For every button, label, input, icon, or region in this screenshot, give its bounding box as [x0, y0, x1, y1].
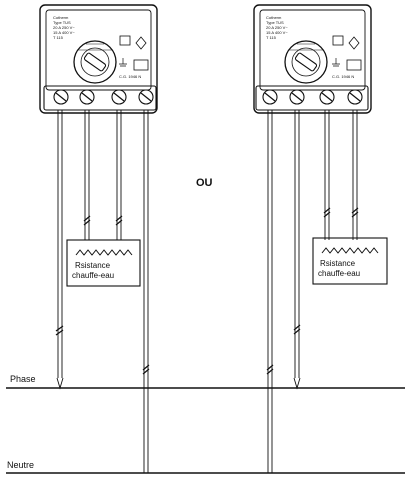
right-terminal-screws: [262, 89, 363, 105]
left-terminal-screw-2: [79, 89, 95, 105]
left-thermostat-reset-button: [119, 35, 131, 46]
left-thermostat-rating-2: 15 A 400 V~: [53, 30, 75, 35]
left-terminal-screw-3: [111, 89, 127, 105]
left-thermostat-dial-inner: [80, 47, 110, 77]
left-thermostat-relay-diamond: [135, 36, 147, 50]
left-terminal-screw-4: [138, 89, 154, 105]
left-thermostat-dial: [73, 40, 117, 84]
right-thermostat-brand: Cotherm: [266, 15, 282, 20]
right-thermostat-label: Cotherm Type TUS 20 A 250 V~ 15 A 400 V~…: [266, 15, 354, 79]
right-thermostat-ground-symbol: [332, 58, 340, 67]
left-wiring: [39, 4, 158, 473]
right-heater-resistance-wave: [321, 247, 379, 254]
neutral-label: Neutre: [7, 460, 34, 470]
left-heater-label-line1: Rsistance: [75, 261, 111, 270]
phase-label: Phase: [10, 374, 36, 384]
right-thermostat-inner-frame: [259, 9, 366, 91]
right-thermostat-rating-2: 15 A 400 V~: [266, 30, 288, 35]
right-heater-label-line2: chauffe-eau: [318, 269, 360, 278]
right-heater-label-line1: Rsistance: [320, 259, 356, 268]
left-terminal-screws: [53, 89, 154, 105]
right-terminal-screw-3: [319, 89, 335, 105]
left-thermostat-ce-mark: [133, 59, 149, 71]
right-thermostat-dial-inner: [291, 47, 321, 77]
left-heater-resistance-wave: [75, 249, 133, 256]
left-thermostat-type: Type TUS: [53, 20, 71, 25]
right-thermostat-relay-diamond: [348, 36, 360, 50]
left-thermostat-ground-symbol: [119, 58, 127, 67]
right-thermostat-dial-knob: [294, 52, 318, 72]
right-terminal-screw-2: [289, 89, 305, 105]
right-heater-box: [312, 237, 388, 285]
left-thermostat-rating-1: 20 A 250 V~: [53, 25, 75, 30]
right-thermostat-body: [253, 4, 372, 114]
left-thermostat-dial-knob: [83, 52, 107, 72]
right-thermostat-rating-1: 20 A 250 V~: [266, 25, 288, 30]
right-thermostat-code: T 115: [266, 35, 277, 40]
left-thermostat-brand: Cotherm: [53, 15, 69, 20]
left-heater-box: [66, 239, 141, 287]
right-terminal-screw-4: [347, 89, 363, 105]
left-thermostat-approval: C.G. 1946 N: [119, 74, 141, 79]
left-thermostat-code: T 115: [53, 35, 64, 40]
right-terminal-block: [255, 85, 369, 111]
right-thermostat-dial: [284, 40, 328, 84]
left-cable-ties: [55, 215, 150, 375]
left-thermostat-body: [39, 4, 158, 114]
right-cable-ties: [266, 207, 359, 375]
or-separator: OU: [196, 177, 213, 189]
right-wiring: [253, 4, 388, 473]
right-wires: [267, 110, 358, 473]
right-thermostat-reset-button: [332, 35, 344, 46]
right-thermostat-approval: C.G. 1946 N: [332, 74, 354, 79]
left-terminal-screw-1: [53, 89, 69, 105]
right-thermostat-ce-mark: [346, 59, 362, 71]
left-heater-label-line2: chauffe-eau: [72, 271, 114, 280]
left-thermostat-label: Cotherm Type TUS 20 A 250 V~ 15 A 400 V~…: [53, 15, 141, 79]
left-wires: [56, 110, 149, 473]
right-terminal-screw-1: [262, 89, 278, 105]
right-thermostat-type: Type TUS: [266, 20, 284, 25]
left-terminal-block: [43, 85, 157, 111]
left-thermostat-inner-frame: [45, 9, 152, 91]
